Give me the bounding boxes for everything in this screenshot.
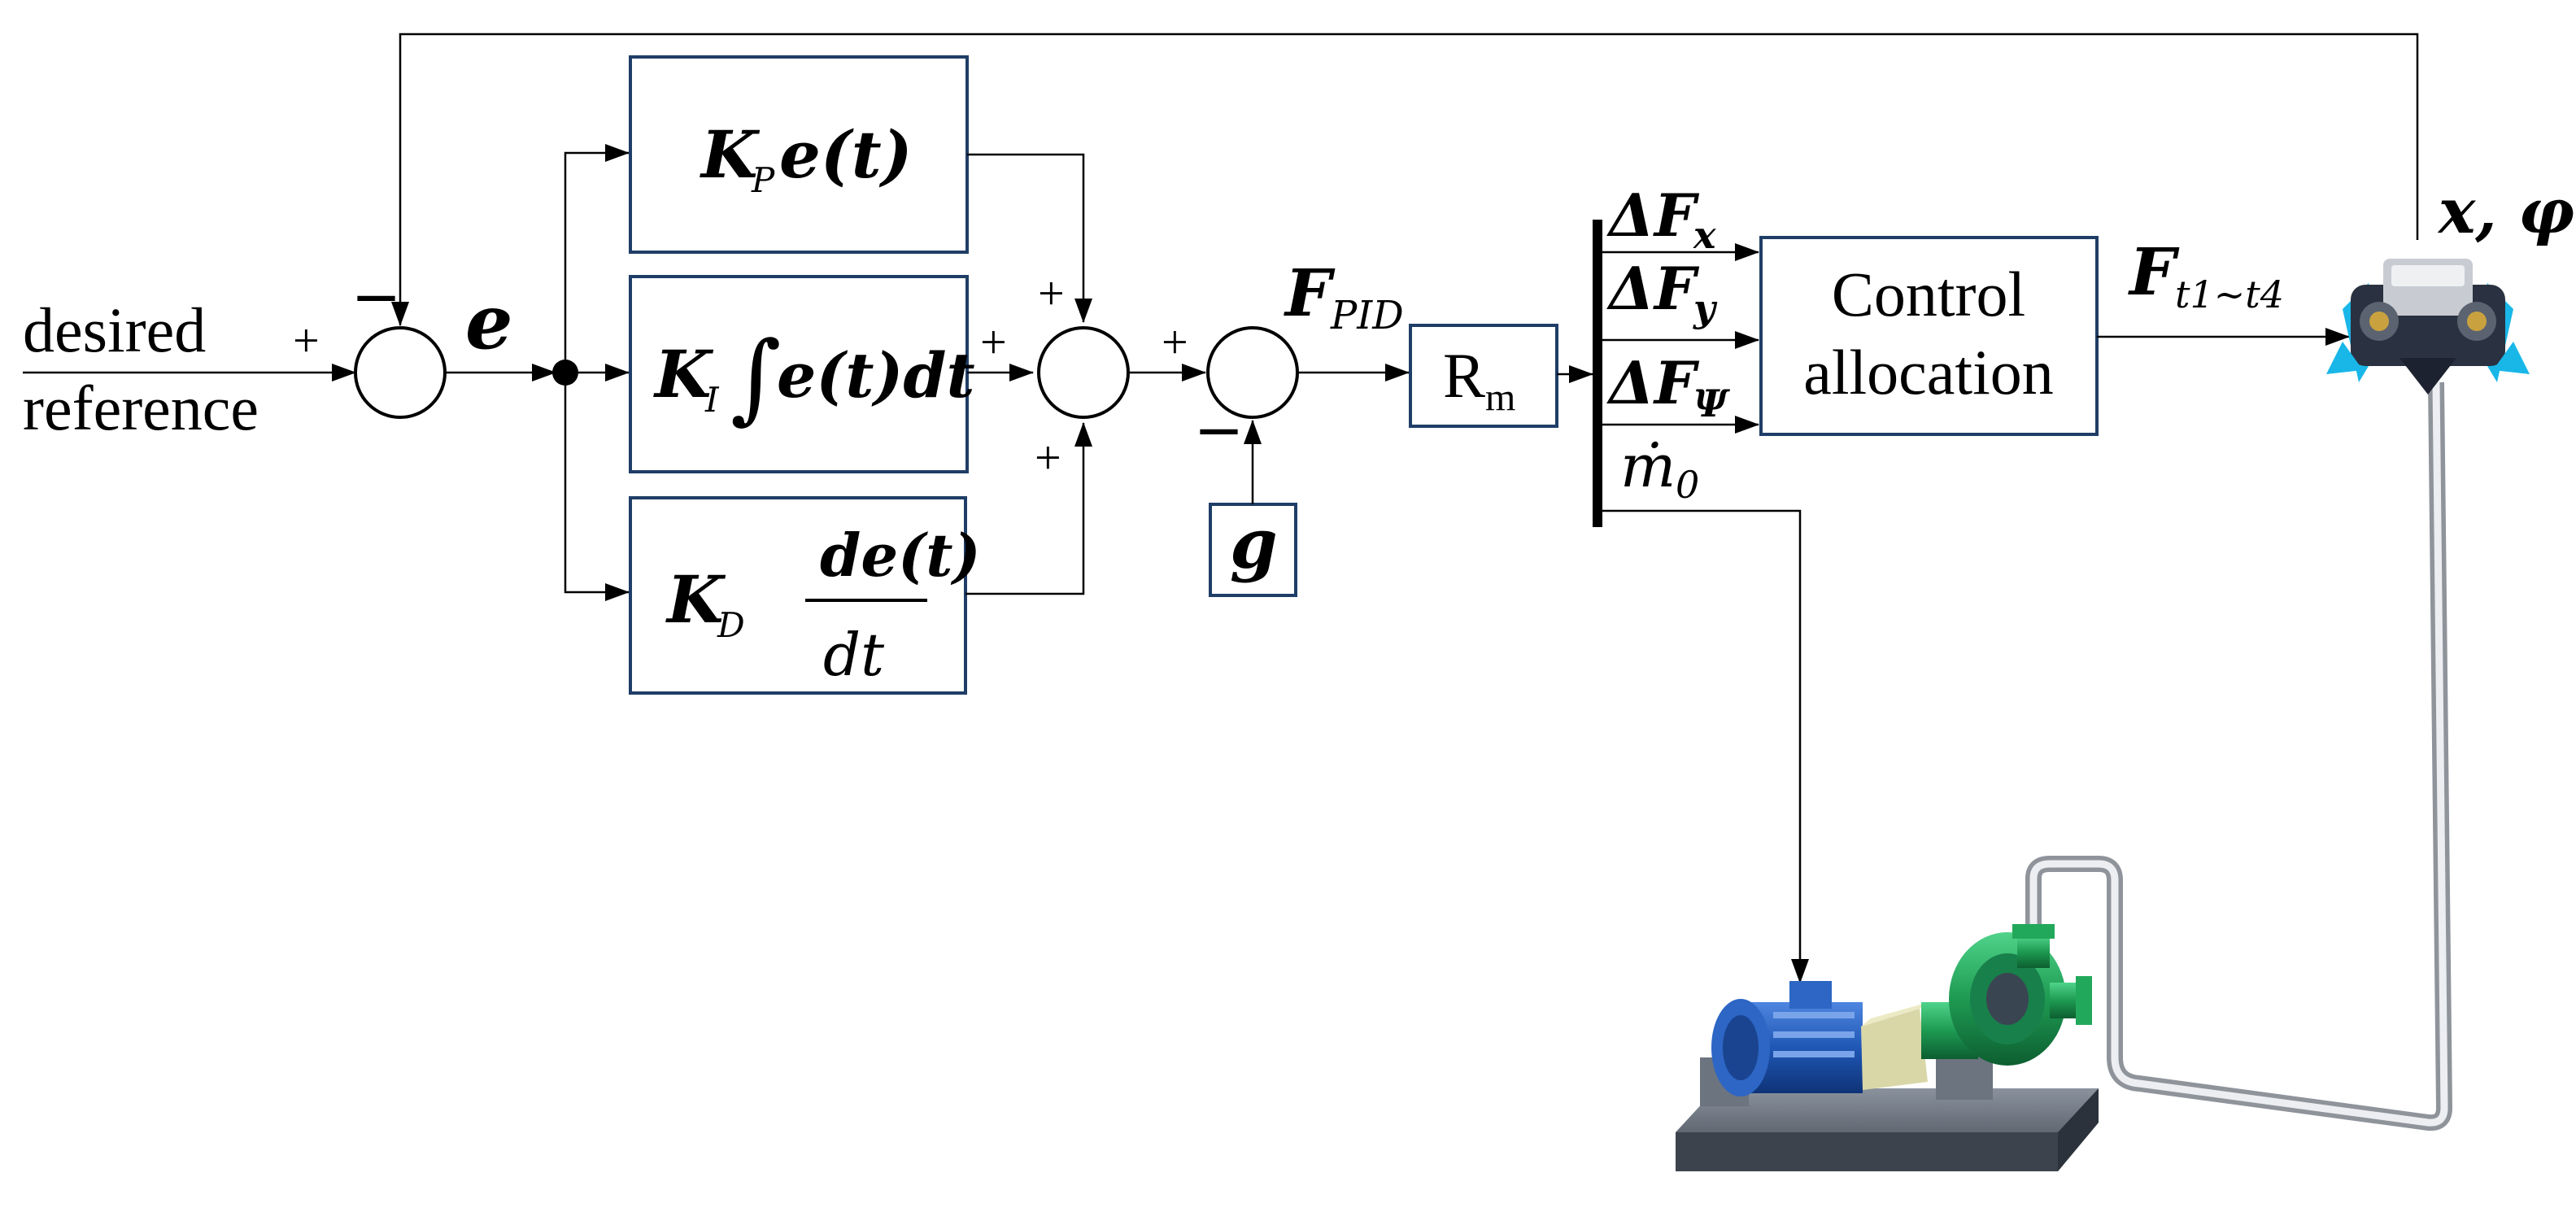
derivative-numerator: de(t) (820, 521, 981, 590)
error-label: e (465, 278, 513, 366)
gravity-block (1209, 503, 1297, 597)
output-dfpsi-subscript: Ψ (1693, 381, 1730, 425)
feedback-line (391, 33, 2419, 326)
sum2-left-plus: + (980, 316, 1007, 368)
proportional-term: e(t) (779, 116, 913, 193)
proportional-gain-subscript: P (751, 160, 775, 200)
output-dfy-subscript: y (1693, 286, 1718, 330)
branch-to-derivative (564, 373, 630, 601)
derivative-block (629, 496, 967, 695)
sum3-plus: + (1162, 316, 1188, 368)
derivative-output-line (965, 422, 1092, 595)
integral-term: e(t)dt (777, 339, 975, 412)
sum2-bottom-plus: + (1035, 431, 1061, 484)
output-dfy-label: ΔF (1606, 254, 1700, 323)
proportional-output-line (967, 153, 1092, 323)
control-allocation-line2: allocation (1803, 337, 2054, 408)
derivative-denominator: dt (823, 621, 885, 689)
output-mdot-subscript: 0 (1676, 463, 1699, 507)
rm-block (1409, 324, 1558, 428)
feedback-minus-sign: – (357, 251, 395, 332)
integral-gain-subscript: I (704, 380, 720, 420)
gravity-minus-sign: – (1200, 385, 1238, 465)
output-dfpsi-label: ΔF (1606, 348, 1700, 417)
control-allocation-line1: Control (1832, 259, 2025, 329)
control-allocation-block (1759, 236, 2099, 436)
rm-subscript: m (1485, 376, 1515, 419)
rm-label: R (1443, 340, 1485, 411)
output-mdot-label: ṁ (1620, 432, 1676, 500)
proportional-block (629, 55, 969, 254)
state-label: x, φ (2437, 175, 2574, 247)
robot-illustration (2326, 259, 2530, 395)
output-dfx-subscript: x (1693, 213, 1716, 257)
thrust-label: F (2128, 233, 2180, 310)
input-label-line1: desired (23, 294, 206, 365)
pid-force-subscript: PID (1330, 293, 1404, 338)
output-dfx-label: ΔF (1606, 181, 1700, 250)
proportional-gain: K (700, 116, 761, 193)
mass-flow-line (1602, 509, 1809, 983)
derivative-gain: K (665, 561, 726, 638)
input-label-line2: reference (23, 373, 259, 443)
derivative-gain-subscript: D (717, 605, 745, 645)
pid-force-label: F (1284, 255, 1336, 331)
integral-sign: ∫ (730, 321, 782, 434)
branch-to-proportional (564, 144, 630, 373)
pid-summing-junction (1037, 326, 1130, 419)
demux-bar (1593, 220, 1602, 527)
thrust-subscript: t1~t4 (2175, 272, 2284, 316)
pump-illustration (1676, 924, 2099, 1171)
gravity-label: g (1230, 504, 1278, 584)
supply-pipe (2025, 381, 2452, 1131)
integral-gain: K (653, 336, 714, 412)
error-summing-junction (354, 326, 447, 419)
input-plus-sign: + (293, 314, 320, 367)
supply-pipe-highlight (2029, 381, 2448, 1127)
sum2-top-plus: + (1038, 267, 1065, 320)
integral-block (629, 275, 969, 473)
